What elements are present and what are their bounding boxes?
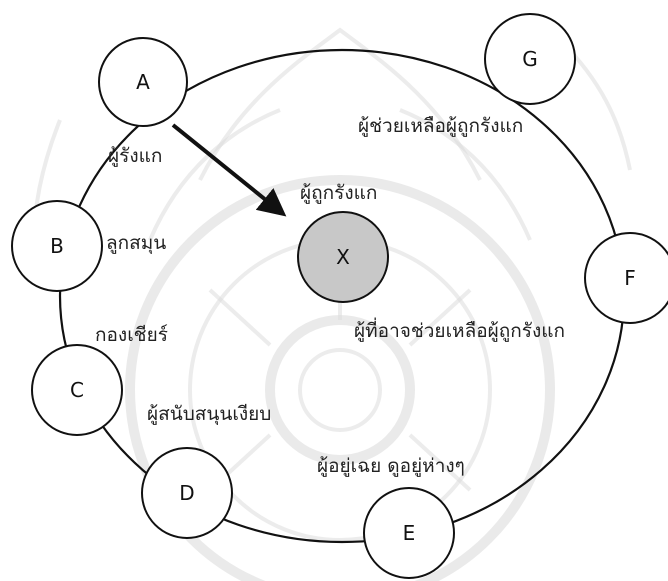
node-b-circle	[11, 200, 103, 292]
node-d: D	[141, 447, 233, 539]
node-b: B	[11, 200, 103, 292]
node-f-circle	[584, 232, 668, 324]
role-label-a: ผู้รังแก	[108, 145, 162, 167]
node-e-circle	[363, 487, 455, 579]
node-g-circle	[484, 13, 576, 105]
node-b-label: B	[50, 234, 64, 258]
node-c: C	[31, 344, 123, 436]
node-a-circle	[98, 37, 188, 127]
role-label-f: ผู้ที่อาจช่วยเหลือผู้ถูกรังแก	[354, 317, 565, 342]
role-label-d: ผู้สนับสนุนเงียบ	[147, 403, 271, 426]
node-g-label: G	[522, 47, 538, 71]
node-g: G	[484, 13, 576, 105]
node-a: A	[98, 37, 188, 127]
role-label-e: ผู้อยู่เฉย ดูอยู่ห่างๆ	[317, 455, 465, 477]
node-x-label: X	[336, 245, 350, 269]
role-label-x: ผู้ถูกรังแก	[300, 182, 377, 204]
role-label-c: กองเชียร์	[95, 324, 168, 346]
node-c-circle	[31, 344, 123, 436]
node-x: X	[297, 211, 389, 303]
role-label-g: ผู้ช่วยเหลือผู้ถูกรังแก	[358, 115, 523, 137]
node-e: E	[363, 487, 455, 579]
node-x-circle	[297, 211, 389, 303]
node-c-label: C	[70, 378, 84, 402]
node-a-label: A	[136, 70, 150, 94]
role-label-b: ลูกสมุน	[106, 232, 166, 255]
watermark-seal	[31, 27, 632, 581]
arrow-a-to-x	[171, 123, 287, 217]
node-d-label: D	[179, 481, 194, 505]
node-f-label: F	[624, 266, 636, 290]
node-d-circle	[141, 447, 233, 539]
node-f: F	[584, 232, 668, 324]
node-e-label: E	[403, 521, 416, 545]
